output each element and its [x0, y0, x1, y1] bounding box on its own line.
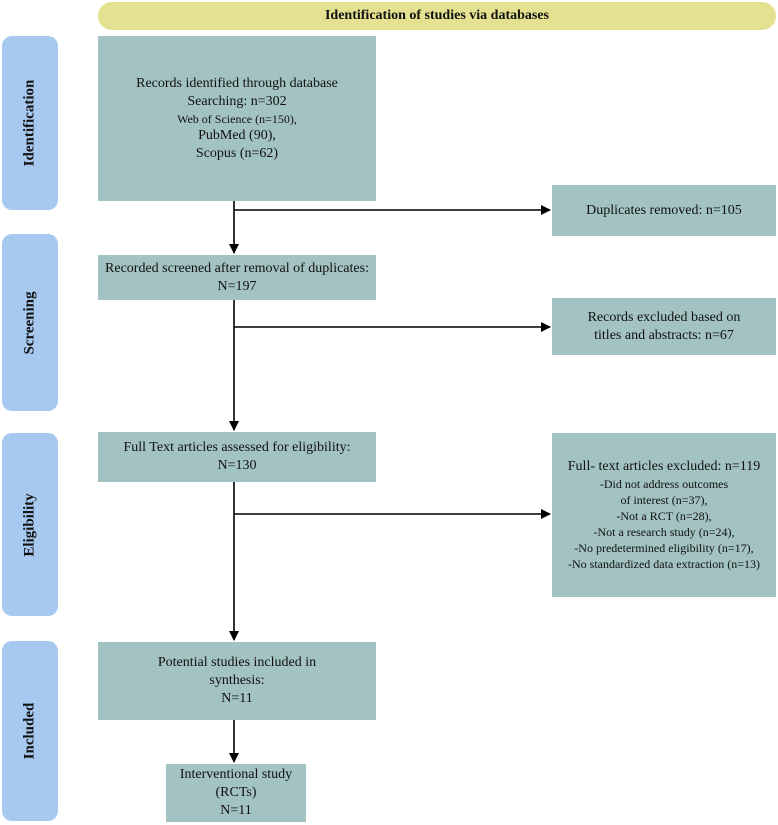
diagram-header: Identification of studies via databases	[98, 2, 776, 30]
screened-line2: N=197	[217, 278, 257, 294]
box-interventional: Interventional study (RCTs) N=11	[166, 764, 306, 822]
interventional-line2: (RCTs)	[215, 785, 257, 800]
box-records-excluded-titles: Records excluded based on titles and abs…	[552, 298, 776, 355]
fulltext-line1: Full Text articles assessed for eligibil…	[123, 440, 351, 455]
fulltext-excluded-item: -No predetermined eligibility (n=17),	[574, 541, 754, 555]
interventional-line1: Interventional study	[179, 767, 293, 782]
phase-included: Included	[2, 641, 58, 821]
fulltext-excluded-item: -Not a RCT (n=28),	[616, 509, 712, 523]
duplicates-line1: Duplicates removed: n=105	[586, 202, 742, 218]
identified-line5: Scopus (n=62)	[195, 145, 279, 161]
phase-screening: Screening	[2, 234, 58, 411]
box-fulltext-excluded: Full- text articles excluded: n=119 -Did…	[552, 433, 776, 597]
header-title: Identification of studies via databases	[324, 8, 550, 23]
box-synthesis: Potential studies included in synthesis:…	[98, 642, 376, 720]
identified-line1: Records identified through database	[136, 75, 338, 91]
identified-line2: Searching: n=302	[187, 93, 287, 109]
fulltext-line2: N=130	[217, 458, 257, 473]
box-duplicates-removed: Duplicates removed: n=105	[552, 185, 776, 236]
identified-line4: PubMed (90),	[198, 127, 276, 143]
fulltext-excluded-item: -Not a research study (n=24),	[593, 525, 735, 539]
excluded-titles-line2: titles and abstracts: n=67	[594, 327, 734, 343]
interventional-line3: N=11	[220, 803, 252, 818]
box-fulltext-assessed: Full Text articles assessed for eligibil…	[98, 432, 376, 482]
synthesis-line2: synthesis:	[209, 673, 265, 688]
excluded-titles-line1: Records excluded based on	[587, 309, 741, 325]
fulltext-excluded-item: -Did not address outcomes	[599, 477, 729, 491]
fulltext-excluded-item: -No standardized data extraction (n=13)	[567, 557, 761, 571]
box-records-screened: Recorded screened after removal of dupli…	[98, 255, 376, 300]
fulltext-excluded-item: of interest (n=37),	[620, 493, 708, 507]
synthesis-line1: Potential studies included in	[157, 655, 317, 670]
phase-eligibility: Eligibility	[2, 433, 58, 616]
synthesis-line3: N=11	[221, 691, 253, 706]
phase-identification: Identification	[2, 36, 58, 210]
fulltext-excluded-line1: Full- text articles excluded: n=119	[567, 459, 761, 474]
screened-line1: Recorded screened after removal of dupli…	[105, 260, 369, 276]
box-records-identified: Records identified through database Sear…	[98, 36, 376, 201]
identified-line3: Web of Science (n=150),	[177, 111, 297, 126]
